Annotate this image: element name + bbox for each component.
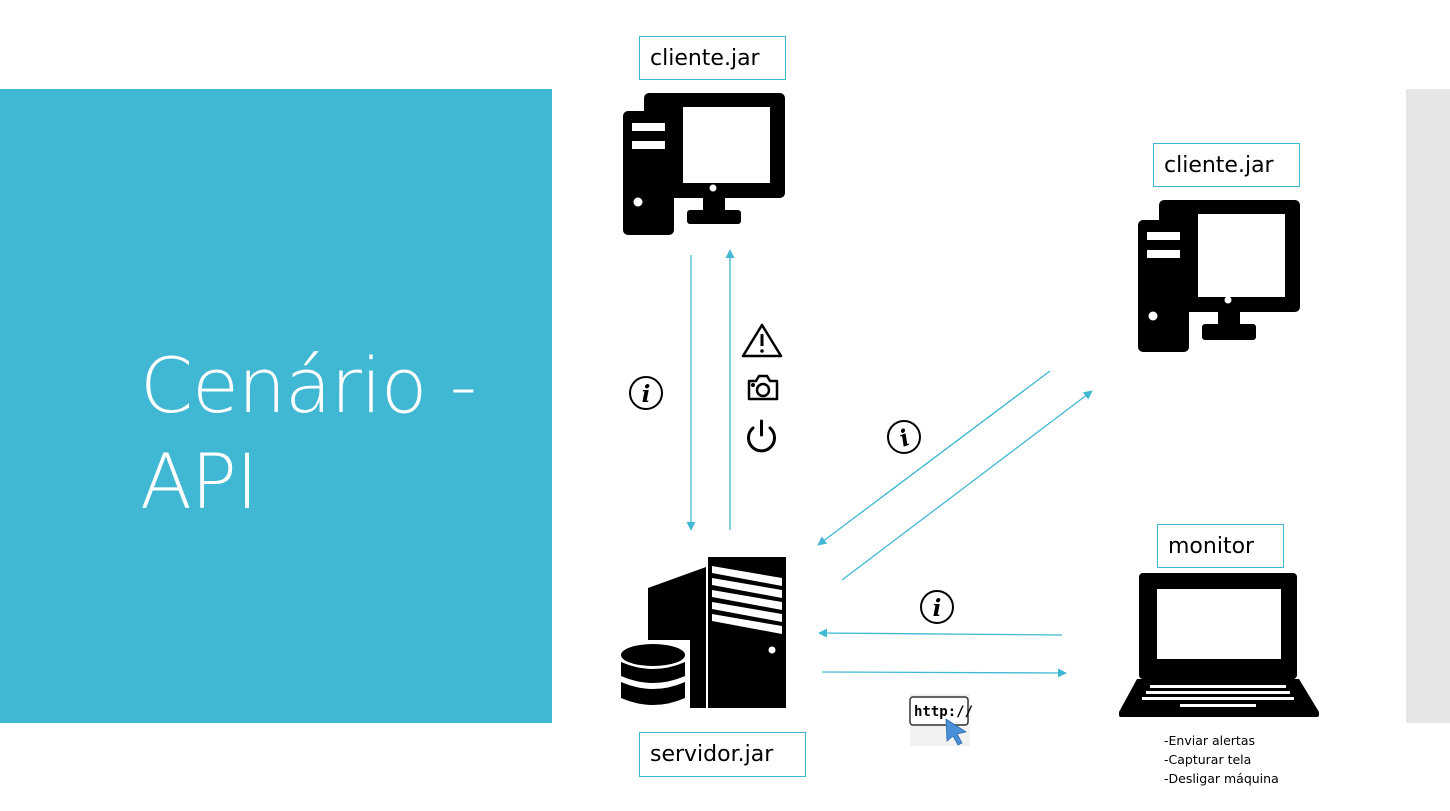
- info-icon: i: [629, 376, 663, 410]
- power-icon: [747, 419, 776, 453]
- server-label-text: servidor.jar: [650, 742, 774, 767]
- arrow-client-right-to-server: [817, 370, 1051, 546]
- svg-text:i: i: [642, 381, 651, 408]
- monitor-label-text: monitor: [1168, 533, 1255, 559]
- svg-text:i: i: [933, 595, 942, 622]
- info-icon: i: [920, 590, 954, 624]
- slide-title: Cenário - API: [140, 338, 540, 530]
- right-side-strip: [1406, 89, 1450, 723]
- warning-icon: [741, 323, 783, 358]
- monitor-action-item: -Enviar alertas: [1164, 733, 1256, 748]
- client-top-label: cliente.jar: [639, 36, 786, 80]
- monitor-label: monitor: [1157, 524, 1284, 568]
- arrow-server-to-monitor: [821, 668, 1067, 678]
- arrow-server-to-client-right: [841, 390, 1093, 581]
- info-icon: i: [887, 420, 921, 454]
- client-top-label-text: cliente.jar: [650, 45, 760, 71]
- slide-title-line1: Cenário -: [140, 341, 477, 430]
- monitor-action-item: -Capturar tela: [1164, 752, 1252, 767]
- client-right-label: cliente.jar: [1153, 143, 1300, 187]
- slide-title-line2: API: [140, 437, 258, 526]
- http-badge-text: http://: [914, 704, 973, 720]
- svg-text:i: i: [896, 424, 913, 452]
- monitor-actions-list: -Enviar alertas -Capturar tela -Desligar…: [1164, 731, 1279, 788]
- arrow-monitor-to-server: [818, 628, 1063, 638]
- desktop-computer-icon: [1138, 200, 1300, 352]
- http-cursor-icon: http://: [909, 694, 973, 746]
- laptop-icon: [1119, 573, 1319, 717]
- client-right-label-text: cliente.jar: [1164, 152, 1274, 178]
- server-label: servidor.jar: [639, 732, 806, 777]
- monitor-action-item: -Desligar máquina: [1164, 771, 1279, 786]
- title-panel: [0, 89, 552, 723]
- camera-icon: [747, 374, 779, 401]
- server-database-icon: [616, 557, 786, 716]
- desktop-computer-icon: [623, 93, 785, 235]
